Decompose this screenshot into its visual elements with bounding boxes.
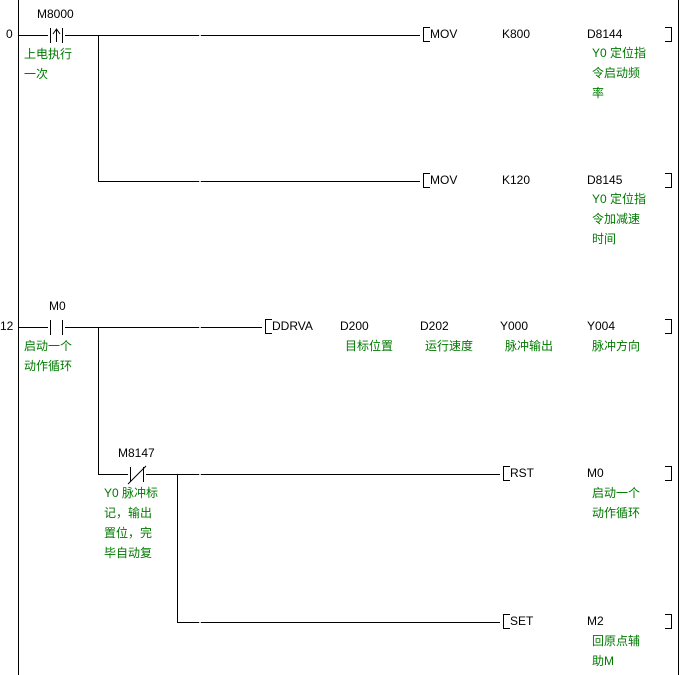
instruction-ddrva[interactable]: DDRVA bbox=[272, 319, 313, 333]
operand-comment: Y0 定位指 令加减速 时间 bbox=[592, 192, 647, 246]
instr-bracket-left bbox=[423, 173, 430, 188]
instr-bracket-right bbox=[665, 173, 672, 188]
contact-label[interactable]: M0 bbox=[49, 299, 66, 313]
contact-comment: Y0 脉冲标 记，输出 置位，完 毕自动复 bbox=[104, 486, 159, 560]
operand-1-comment: 目标位置 bbox=[345, 339, 394, 353]
operand-dst[interactable]: M0 bbox=[587, 466, 604, 480]
contact-comment: 启动一个 动作循环 bbox=[24, 339, 73, 373]
contact-m0-symbol bbox=[50, 320, 63, 335]
step-number: 0 bbox=[6, 27, 13, 41]
instruction-mov[interactable]: MOV bbox=[430, 173, 458, 187]
operand-comment: 回原点辅 助M bbox=[592, 634, 641, 668]
operand-3[interactable]: Y000 bbox=[500, 319, 529, 333]
operand-4[interactable]: Y004 bbox=[587, 319, 616, 333]
instruction-rst[interactable]: RST bbox=[510, 466, 534, 480]
instr-bracket-left bbox=[265, 319, 272, 334]
instruction-mov[interactable]: MOV bbox=[430, 27, 458, 41]
instr-bracket-right bbox=[665, 614, 672, 629]
operand-comment: Y0 定位指 令启动频 率 bbox=[592, 46, 647, 100]
contact-comment: 上电执行 一次 bbox=[24, 47, 73, 81]
operand-dst[interactable]: D8144 bbox=[587, 27, 623, 41]
contact-label[interactable]: M8147 bbox=[118, 446, 155, 460]
operand-2-comment: 运行速度 bbox=[425, 339, 474, 353]
instr-bracket-right bbox=[665, 319, 672, 334]
operand-dst[interactable]: M2 bbox=[587, 614, 604, 628]
operand-2[interactable]: D202 bbox=[420, 319, 449, 333]
instr-bracket-left bbox=[423, 27, 430, 42]
instr-bracket-right bbox=[665, 466, 672, 481]
contact-m8147-symbol bbox=[127, 465, 147, 485]
operand-src[interactable]: K120 bbox=[502, 173, 531, 187]
contact-m8000-symbol bbox=[50, 28, 63, 43]
operand-1[interactable]: D200 bbox=[340, 319, 369, 333]
step-number: 12 bbox=[0, 319, 14, 333]
instr-bracket-left bbox=[503, 466, 510, 481]
operand-dst[interactable]: D8145 bbox=[587, 173, 623, 187]
instr-bracket-left bbox=[503, 614, 510, 629]
operand-4-comment: 脉冲方向 bbox=[592, 339, 641, 353]
instruction-set[interactable]: SET bbox=[510, 614, 534, 628]
operand-src[interactable]: K800 bbox=[502, 27, 531, 41]
instr-bracket-right bbox=[665, 27, 672, 42]
operand-comment: 启动一个 动作循环 bbox=[592, 486, 641, 520]
operand-3-comment: 脉冲输出 bbox=[505, 339, 554, 353]
contact-label[interactable]: M8000 bbox=[37, 7, 74, 21]
